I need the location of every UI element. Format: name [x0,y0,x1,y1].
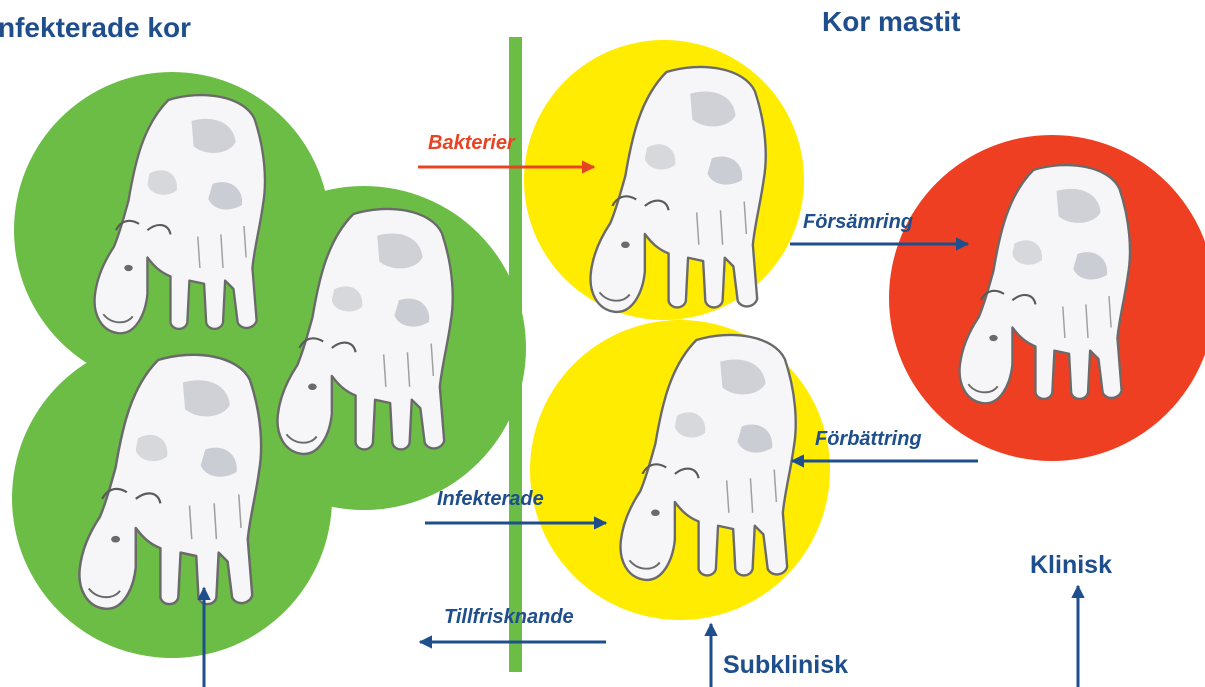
label-clinical: Klinisk [1030,551,1112,580]
label-improvement: Förbättring [815,428,922,451]
label-worsening: Försämring [803,211,913,234]
healthy-group [12,72,526,658]
label-infected: Infekterade [437,488,544,511]
subclinical-group [524,40,830,620]
title-infected-cows: nfekterade kor [0,12,191,44]
label-recovery: Tillfrisknande [444,606,574,629]
label-bacteria: Bakterier [428,132,515,155]
clinical-group [889,135,1205,461]
title-mastitis-cows: Kor mastit [822,6,960,38]
label-subclinical: Subklinisk [723,651,848,680]
